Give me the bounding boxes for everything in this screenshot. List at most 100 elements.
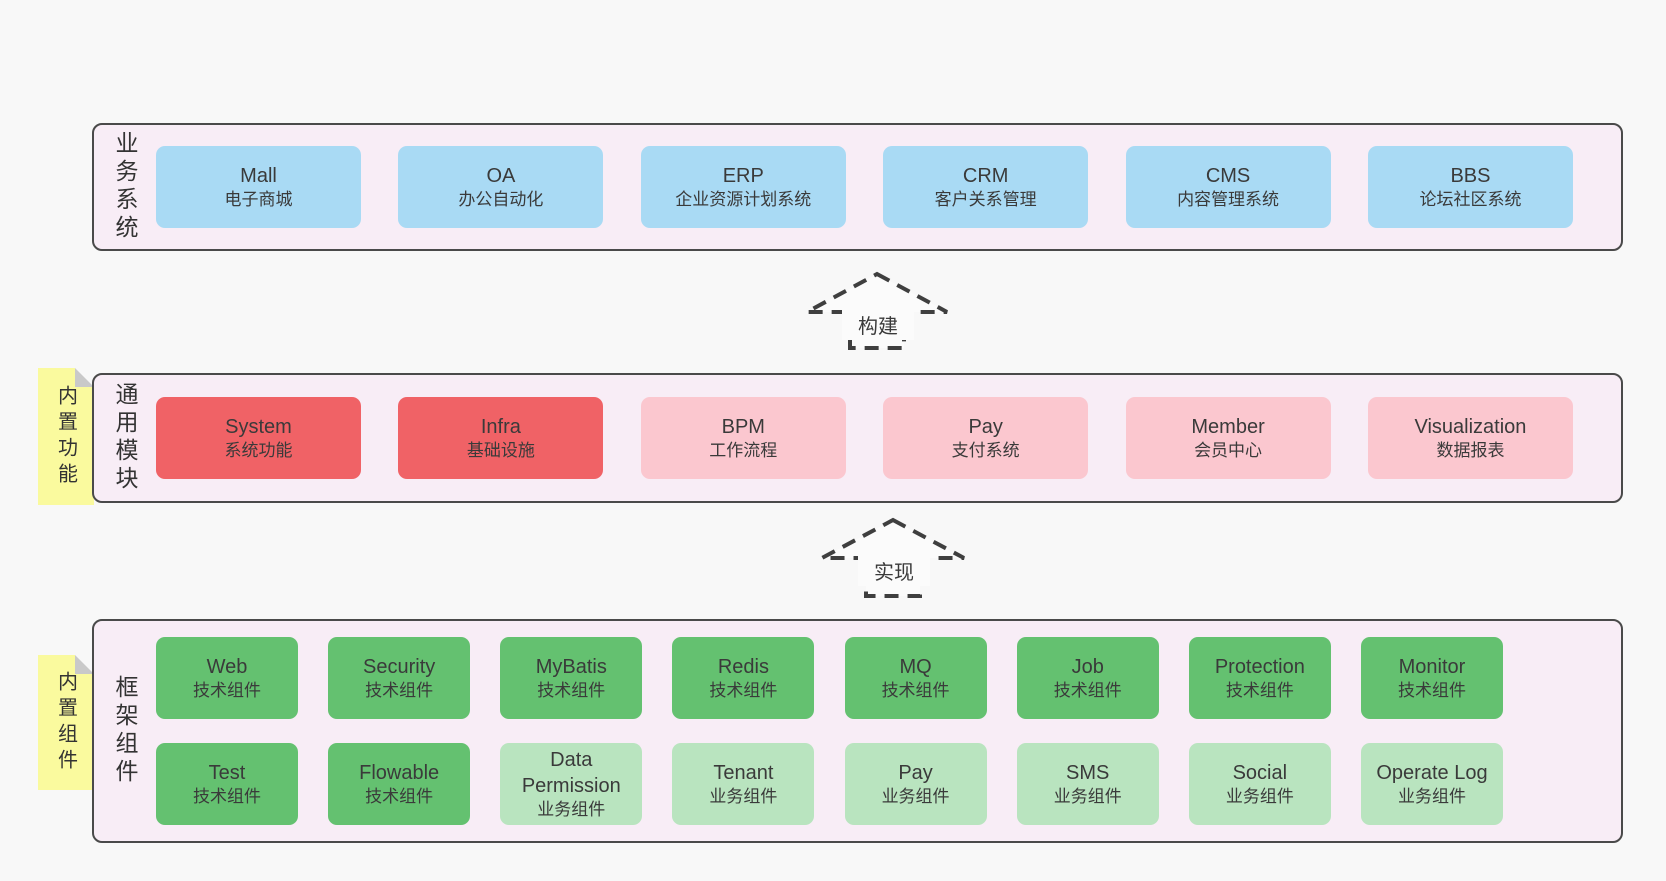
box-subtitle: 业务组件 <box>537 799 606 819</box>
box-subtitle: 系统功能 <box>224 440 293 460</box>
box-subtitle: 业务组件 <box>881 786 950 806</box>
implement-arrow-label: 实现 <box>858 555 930 586</box>
box-subtitle: 论坛社区系统 <box>1419 189 1522 209</box>
box-title: Monitor <box>1398 655 1466 678</box>
box-title: Security <box>363 655 436 678</box>
box-title: CMS <box>1205 164 1251 187</box>
box-title: Test <box>208 761 246 784</box>
box-subtitle: 数据报表 <box>1436 440 1505 460</box>
box-subtitle: 基础设施 <box>466 440 535 460</box>
box-subtitle: 业务组件 <box>1053 786 1122 806</box>
folded-corner-icon <box>75 368 94 387</box>
box-subtitle: 技术组件 <box>1053 680 1122 700</box>
box-subtitle: 电子商城 <box>224 189 293 209</box>
sticky-note-label: 内置功能 <box>54 384 77 489</box>
box-title: System <box>225 415 292 438</box>
box-subtitle: 技术组件 <box>365 786 434 806</box>
box-subtitle: 技术组件 <box>193 786 261 806</box>
build-up-arrow-icon <box>806 271 948 350</box>
box-title: Pay <box>968 415 1003 438</box>
box-title: Redis <box>717 655 769 678</box>
box-subtitle: 企业资源计划系统 <box>675 189 812 209</box>
box-subtitle: 内容管理系统 <box>1177 189 1280 209</box>
box-subtitle: 支付系统 <box>951 440 1020 460</box>
build-arrow-label: 构建 <box>842 309 914 340</box>
box-title: ERP <box>722 164 764 187</box>
box-subtitle: 业务组件 <box>709 786 778 806</box>
box-title: Tenant <box>713 761 774 784</box>
box-title: Mall <box>240 164 277 187</box>
box-title: OA <box>486 164 516 187</box>
box-title: Social <box>1232 761 1288 784</box>
sticky-note-builtin-components: 内置组件 <box>38 655 94 790</box>
folded-corner-icon <box>75 655 94 674</box>
box-title: SMS <box>1066 761 1110 784</box>
box-title: Operate Log <box>1376 761 1488 784</box>
box-title: BPM <box>721 415 765 438</box>
box-subtitle: 业务组件 <box>1397 786 1466 806</box>
box-title: MQ <box>899 655 932 678</box>
box-subtitle: 技术组件 <box>1397 680 1466 700</box>
box-title: Member <box>1191 415 1265 438</box>
box-subtitle: 技术组件 <box>881 680 950 700</box>
box-subtitle: 技术组件 <box>537 680 606 700</box>
box-title: Protection <box>1214 655 1305 678</box>
box-subtitle: 技术组件 <box>365 680 434 700</box>
layer-label-framework-components: 框架组件 <box>112 675 138 787</box>
box-subtitle: 技术组件 <box>193 680 261 700</box>
box-title: Data Permission <box>521 748 621 797</box>
box-subtitle: 技术组件 <box>1225 680 1294 700</box>
box-subtitle: 办公自动化 <box>458 189 544 209</box>
box-subtitle: 业务组件 <box>1225 786 1294 806</box>
layer-label-common-modules: 通用模块 <box>112 382 138 494</box>
box-title: Infra <box>480 415 521 438</box>
box-title: MyBatis <box>535 655 607 678</box>
box-title: Pay <box>898 761 933 784</box>
box-title: Flowable <box>359 761 440 784</box>
box-title: BBS <box>1450 164 1491 187</box>
sticky-note-builtin-features: 内置功能 <box>38 368 94 505</box>
implement-up-arrow-icon <box>821 517 965 598</box>
box-subtitle: 工作流程 <box>709 440 778 460</box>
box-title: CRM <box>962 164 1009 187</box>
box-title: Visualization <box>1414 415 1527 438</box>
layer-label-business-systems: 业务系统 <box>112 131 138 243</box>
box-title: Web <box>206 655 248 678</box>
box-subtitle: 会员中心 <box>1194 440 1263 460</box>
